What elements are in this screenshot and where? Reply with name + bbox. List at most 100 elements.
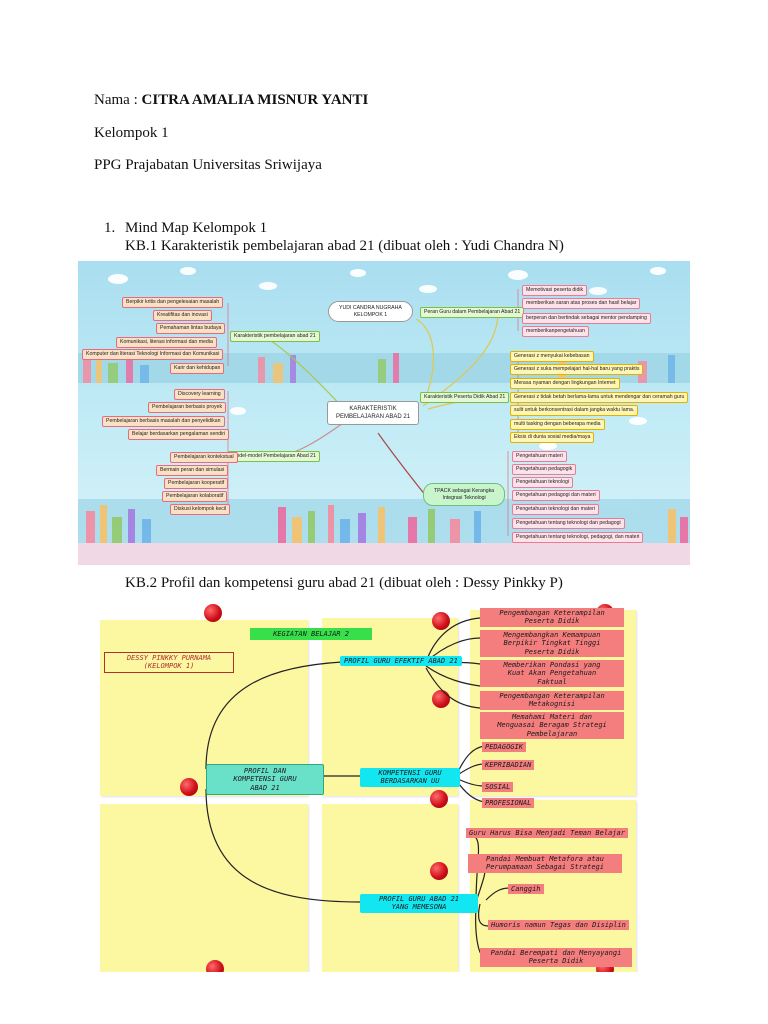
mm1-item: Pembelajaran kolaboratif [162, 491, 228, 502]
mm1-center-node: KARAKTERISTIK PEMBELAJARAN ABAD 21 [327, 401, 420, 425]
mm1-branch-model: Model-model Pembelajaran Abad 21 [228, 451, 320, 462]
mm1-item: Karir dan kehidupan [170, 363, 225, 374]
mm1-center-line1: KARAKTERISTIK [349, 406, 397, 412]
mm1-item: multi tasking dengan beberapa media [510, 419, 605, 430]
mm1-item: Komputer dan literasi Teknologi Informas… [82, 349, 224, 360]
mm2-b3-item: Pandai Berempati dan Menyayangi Peserta … [480, 948, 632, 967]
mm2-b2-item: PROFESIONAL [482, 798, 535, 809]
mm2-b3-item-line: Peserta Didik [528, 957, 584, 966]
mm2-b2-item: PEDAGOGIK [482, 742, 526, 753]
mm2-branch-memesona: PROFIL GURU ABAD 21 YANG MEMESONA [360, 894, 478, 913]
mm2-b1-item: Pengembangan Keterampilan Metakognisi [480, 691, 624, 710]
pushpin-icon [180, 778, 198, 796]
mindmap-kb1-image: KARAKTERISTIK PEMBELAJARAN ABAD 21 YUDI … [78, 261, 690, 565]
mm1-item: Generasi z tidak betah berlama-lama untu… [510, 392, 689, 403]
mm1-item: Komunikasi, literasi informasi dan media [116, 337, 217, 348]
mm1-branch-peserta: Karakteristik Peserta Didik Abad 21 [420, 392, 510, 403]
mm2-b1-item-line: Pengembangan Keterampilan [499, 609, 605, 617]
mm2-b1-item-line: Faktual [537, 677, 567, 686]
mm1-author-node: YUDI CANDRA NUGRAHA KELOMPOK 1 [328, 301, 413, 322]
mm2-root-line1: PROFIL DAN [243, 767, 287, 775]
mindmap-kb2-image: KEGIATAN BELAJAR 2 DESSY PINKKY PURNAMA … [96, 604, 640, 972]
mm1-author-line2: KELOMPOK 1 [353, 311, 388, 318]
mm2-b1-item-line: Kuat Akan Pengetahuan [507, 669, 597, 678]
mm1-item: Pengetahuan teknologi [512, 477, 574, 488]
mm1-item: memberikanpengetahuan [522, 326, 589, 337]
mm1-branch-karakteristik: Karakteristik pembelajaran abad 21 [230, 331, 320, 342]
mm2-b1-item-line: Berpikir Tingkat Tinggi [503, 639, 601, 648]
mm2-b3-line2: YANG MEMESONA [391, 903, 447, 912]
mm2-b2-line1: KOMPETENSI GURU [378, 769, 442, 777]
name-line: Nama : CITRA AMALIA MISNUR YANTI [94, 92, 368, 109]
pushpin-icon [204, 604, 222, 622]
mm2-b3-item: Guru Harus Bisa Menjadi Teman Belajar [466, 828, 628, 839]
mm2-b2-line2: BERDASARKAN UU [380, 777, 440, 786]
mm1-item: Generasi z menyukai kebebasan [510, 351, 594, 362]
mm1-item: memberikan saran atas proses dan hasil b… [522, 298, 641, 309]
mm2-root-line2: KOMPETENSI GURU [233, 775, 297, 784]
mm1-item: Memotivasi peserta didik [522, 285, 588, 296]
mm1-item: Discovery learning [174, 389, 225, 400]
mm1-item: Eksis di dunia sosial media/maya [510, 432, 595, 443]
mm1-author-line1: YUDI CANDRA NUGRAHA [339, 305, 402, 311]
group-line: Kelompok 1 [94, 125, 169, 141]
mm1-item: Pengetahuan tentang teknologi, pedagogi,… [512, 532, 644, 543]
mm1-item: Pembelajaran berbasis proyek [148, 402, 227, 413]
mm1-item: Pengetahuan tentang teknologi dan pedago… [512, 518, 625, 529]
mm2-b3-item: Humoris namun Tegas dan Disiplin [488, 920, 629, 931]
mm2-b1-item-line: Menguasai Beragam Strategi [497, 721, 607, 730]
pushpin-icon [432, 690, 450, 708]
pushpin-icon [206, 960, 224, 972]
mm1-item: Pengetahuan pedagogik [512, 464, 577, 475]
mm2-branch-kompetensi: KOMPETENSI GURU BERDASARKAN UU [360, 768, 460, 787]
mm1-item: Bermain peran dan simulasi [156, 465, 229, 476]
mm2-b2-item: SOSIAL [482, 782, 514, 793]
mm1-item: Pemahaman lintas budaya [156, 323, 226, 334]
name-label: Nama : [94, 92, 142, 108]
mm1-branch-peran: Peran Guru dalam Pembelajaran Abad 21 [420, 307, 525, 318]
mm1-item: Diskusi kelompok kecil [170, 504, 231, 515]
mm1-item: Pembelajaran berbasis masalah dan penyel… [102, 416, 225, 427]
mm2-title: KEGIATAN BELAJAR 2 [250, 628, 372, 641]
program-line: PPG Prajabatan Universitas Sriwijaya [94, 157, 322, 173]
mm1-item: Pengetahuan teknologi dan materi [512, 504, 600, 515]
mm2-b1-item: Memahami Materi dan Menguasai Beragam St… [480, 712, 624, 739]
kb1-caption: KB.1 Karakteristik pembelajaran abad 21 … [125, 238, 564, 254]
mm2-b1-item-line: Memahami Materi dan [511, 713, 593, 721]
mm1-tpack-line2: Integrasi Teknologi [442, 494, 486, 501]
mm1-item: Pengetahuan materi [512, 451, 567, 462]
list-number: 1. [104, 220, 116, 236]
mm1-item: Pembelajaran kooperatif [164, 478, 229, 489]
mm2-b1-item: Memberikan Pondasi yang Kuat Akan Penget… [480, 660, 624, 687]
mm2-b3-item-line: Pandai Membuat Metafora atau [485, 855, 604, 863]
mm2-b3-item: Canggih [508, 884, 544, 895]
mm2-b1-item: Pengembangan Keterampilan Peserta Didik [480, 608, 624, 627]
name-value: CITRA AMALIA MISNUR YANTI [141, 92, 369, 108]
section-title: Mind Map Kelompok 1 [125, 220, 268, 236]
mm2-b1-item-line: Memberikan Pondasi yang [503, 661, 601, 669]
mm1-item: Generasi z suka mempelajari hal-hal baru… [510, 364, 644, 375]
pushpin-icon [430, 790, 448, 808]
mm2-b1-item-line: Peserta Didik [524, 647, 580, 656]
sticky-note [322, 618, 458, 796]
mm2-b3-item-line: Perumpamaan Sebagai Strategi [485, 863, 604, 872]
mm1-tpack-line1: TPACK sebagai Kerangka [434, 488, 495, 494]
mm2-author-line1: DESSY PINKKY PURNAMA [126, 654, 212, 662]
mm1-item: Pengetahuan pedagogi dan materi [512, 490, 600, 501]
mm2-b1-item-line: Pengembangan Keterampilan [499, 692, 605, 700]
mm2-b1-item-line: Metakognisi [528, 700, 576, 709]
mm2-b1-item-line: Pembelajaran [526, 729, 578, 738]
mm2-root: PROFIL DAN KOMPETENSI GURU ABAD 21 [206, 764, 324, 795]
mm2-branch-profil-efektif: PROFIL GURU EFEKTIF ABAD 21 [340, 656, 462, 667]
mm1-item: Kreatifitas dan inovasi [153, 310, 212, 321]
pushpin-icon [432, 612, 450, 630]
mm1-item: Merasa nyaman dengan lingkungan Internet [510, 378, 620, 389]
mm2-author: DESSY PINKKY PURNAMA (KELOMPOK 1) [104, 652, 234, 673]
mm1-item: Pembelajaran kontekstual [170, 452, 238, 463]
mm1-item: Berpikir kritis dan pengelesaian masalah [122, 297, 224, 308]
mm2-b3-line1: PROFIL GURU ABAD 21 [378, 895, 460, 903]
kb2-caption: KB.2 Profil dan kompetensi guru abad 21 … [125, 575, 563, 591]
mm2-b1-item-line: Mengembangkan Kemampuan [503, 631, 601, 639]
pushpin-icon [430, 862, 448, 880]
mm1-item: Belajar berdasarkan pengalaman sendiri [128, 429, 230, 440]
